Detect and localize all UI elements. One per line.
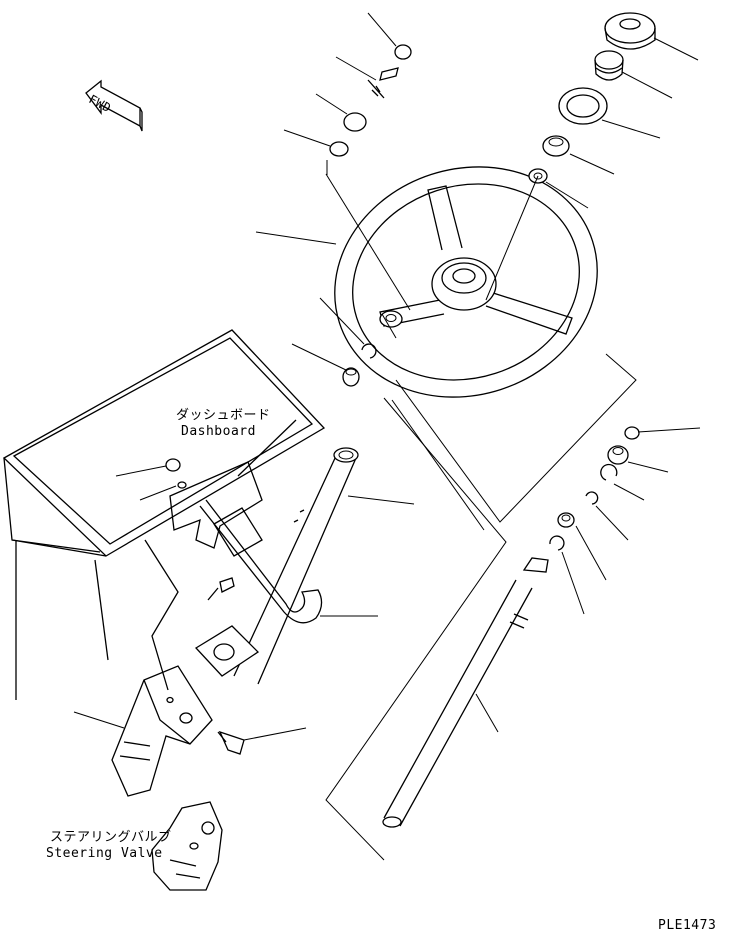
dashboard-label-en: Dashboard bbox=[181, 424, 256, 439]
group-outlines bbox=[325, 160, 637, 861]
steering-shaft bbox=[382, 557, 549, 828]
drawing-id: PLE1473 bbox=[658, 918, 717, 933]
dashboard bbox=[2, 329, 326, 700]
right-side-parts bbox=[549, 426, 640, 551]
steering-column bbox=[111, 447, 359, 891]
upper-right-parts bbox=[528, 12, 656, 184]
steering-wheel bbox=[334, 166, 598, 398]
steering-valve-label-en: Steering Valve bbox=[46, 846, 163, 861]
dashboard-label-jp: ダッシュボード bbox=[176, 408, 271, 423]
steering-valve-label-jp: ステアリングバルブ bbox=[50, 830, 172, 845]
upper-left-parts bbox=[329, 44, 412, 387]
leader-lines bbox=[73, 12, 701, 741]
fwd-arrow-icon bbox=[85, 79, 143, 132]
